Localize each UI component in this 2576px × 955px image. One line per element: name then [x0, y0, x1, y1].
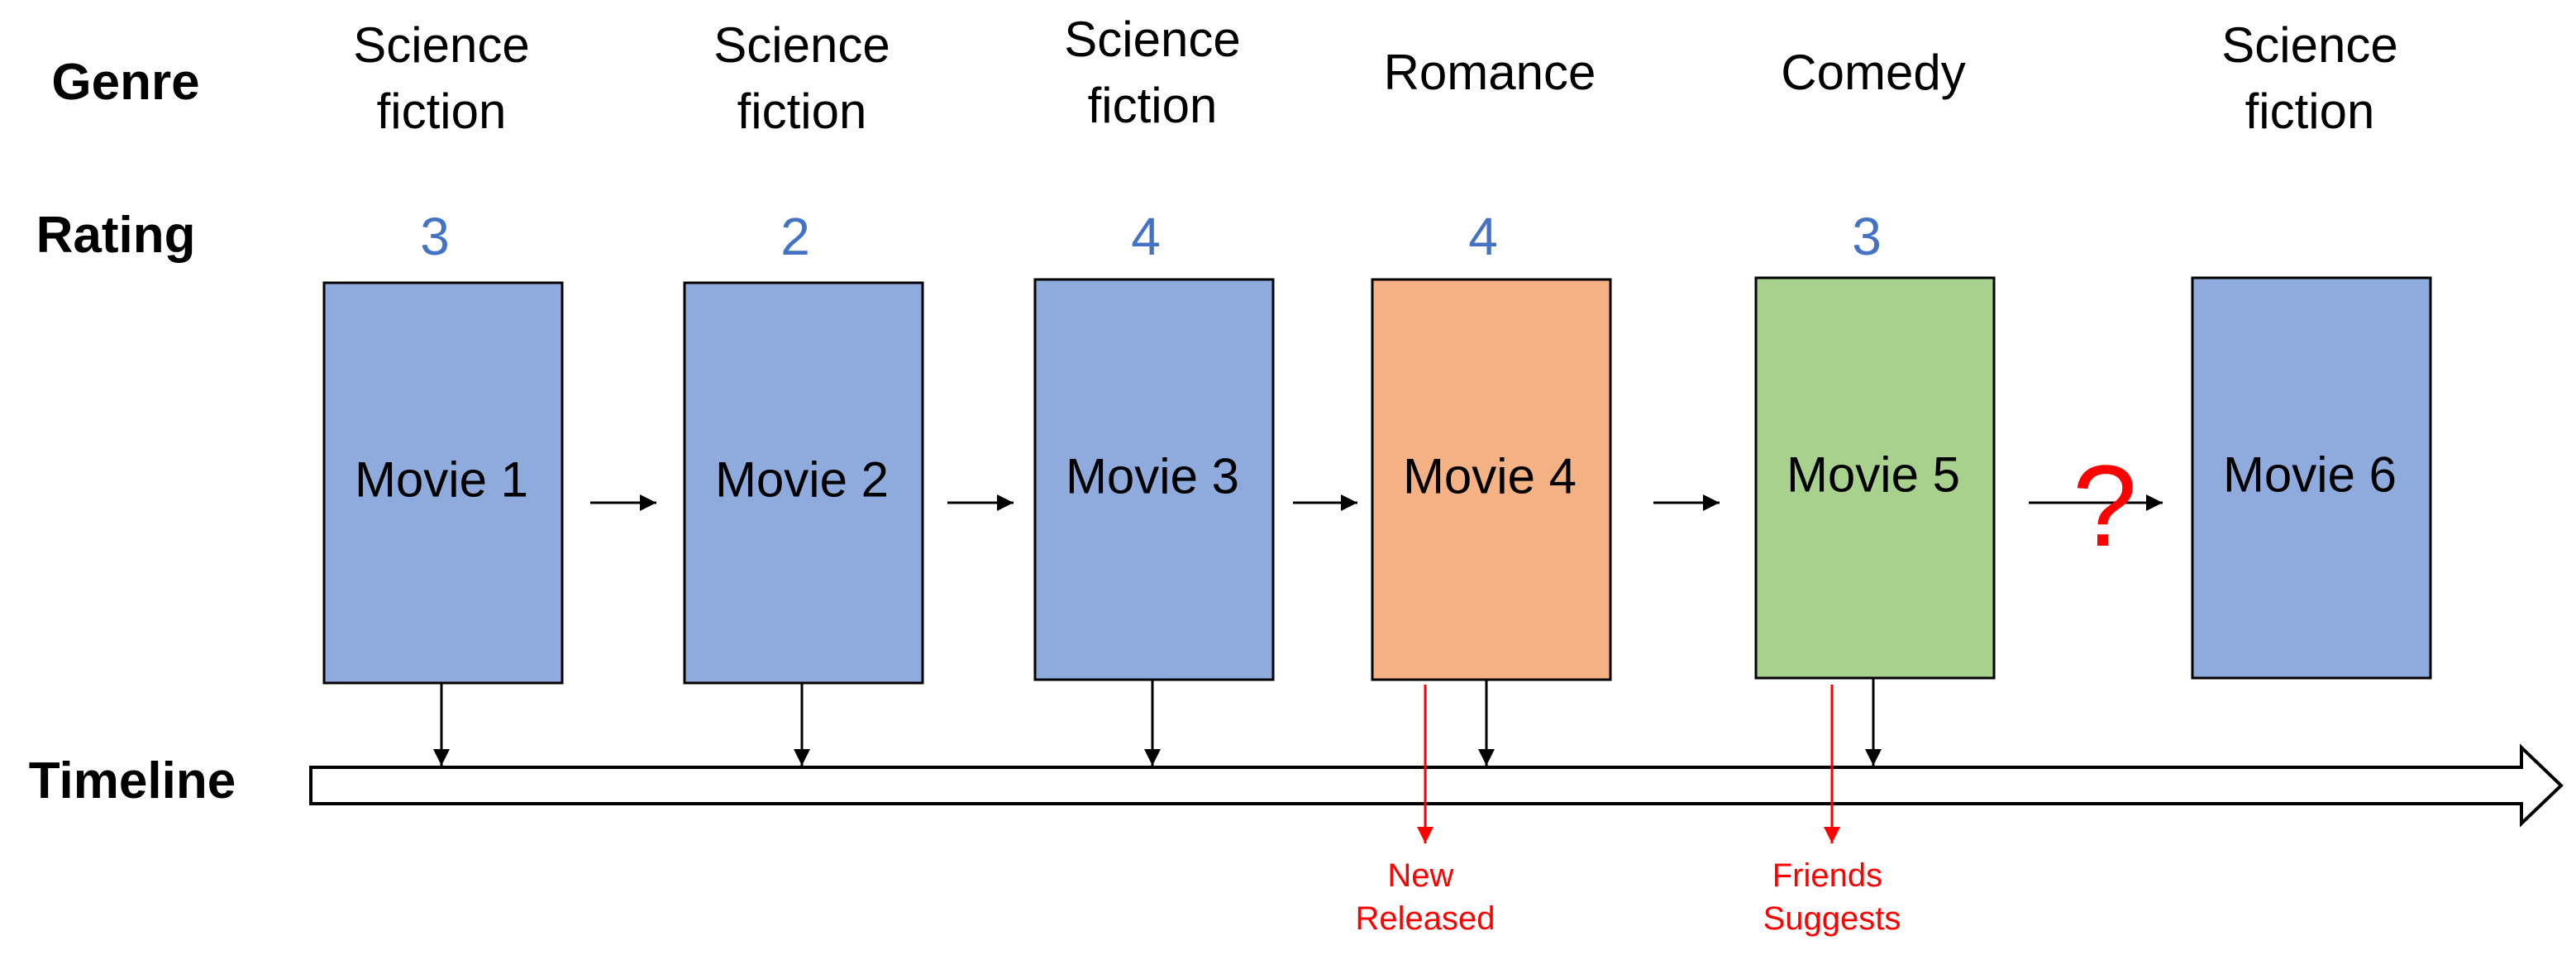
- timeline-arrow: [309, 743, 2564, 828]
- new-released-label: New Released: [1355, 857, 1495, 937]
- movie-1-card: [322, 281, 564, 685]
- movie-4-card: [1371, 278, 1612, 681]
- movie-4-genre-line-1: Romance: [1384, 45, 1596, 100]
- movie-1-title: Movie 1: [355, 452, 528, 508]
- movie-4-rating: 4: [1468, 207, 1498, 266]
- movie-5-genre: Comedy: [1781, 45, 1965, 100]
- genre-row-label: Genre: [51, 54, 199, 111]
- movie-3-genre-line-2: fiction: [1088, 78, 1218, 133]
- movie-3-genre-line-1: Science: [1064, 12, 1240, 67]
- movie-1-rating: 3: [420, 207, 450, 266]
- movie-3-genre: Science fiction: [1064, 12, 1240, 133]
- movie-6-title: Movie 6: [2223, 447, 2397, 503]
- rating-row-label: Rating: [36, 207, 196, 264]
- new-released-line-1: New: [1387, 857, 1453, 894]
- movie-2-genre-line-2: fiction: [737, 84, 867, 139]
- movie-5-genre-line-1: Comedy: [1781, 45, 1965, 100]
- friends-suggests-label: Friends Suggests: [1763, 857, 1901, 937]
- movie-6-genre-line-2: fiction: [2245, 84, 2375, 139]
- movie-1-genre: Science fiction: [353, 17, 529, 139]
- movie-2-genre-line-1: Science: [713, 17, 890, 73]
- movie-2-rating: 2: [780, 207, 810, 266]
- movie-5-rating: 3: [1852, 207, 1882, 266]
- movie-6-genre-line-1: Science: [2221, 17, 2397, 73]
- movie-3-card: [1033, 278, 1275, 681]
- movie-5-card: [1754, 276, 1996, 680]
- friends-suggests-line-1: Friends: [1772, 857, 1882, 894]
- movie-2-title: Movie 2: [715, 452, 889, 508]
- movie-3-title: Movie 3: [1066, 449, 1239, 504]
- movie-4-title: Movie 4: [1403, 449, 1577, 504]
- movie-6-card: [2191, 276, 2432, 680]
- movie-6-genre: Science fiction: [2221, 17, 2397, 139]
- movie-1-genre-line-1: Science: [353, 17, 529, 73]
- movie-2-card: [683, 281, 924, 685]
- unknown-next-marker: ?: [2073, 441, 2137, 571]
- movie-2-genre: Science fiction: [713, 17, 890, 139]
- new-released-line-2: Released: [1355, 900, 1495, 937]
- friends-suggests-line-2: Suggests: [1763, 900, 1901, 937]
- movie-4-genre: Romance: [1384, 45, 1596, 100]
- movie-5-title: Movie 5: [1787, 447, 1960, 503]
- movie-3-rating: 4: [1131, 207, 1161, 266]
- timeline-row-label: Timeline: [29, 752, 236, 809]
- movie-1-genre-line-2: fiction: [377, 84, 507, 139]
